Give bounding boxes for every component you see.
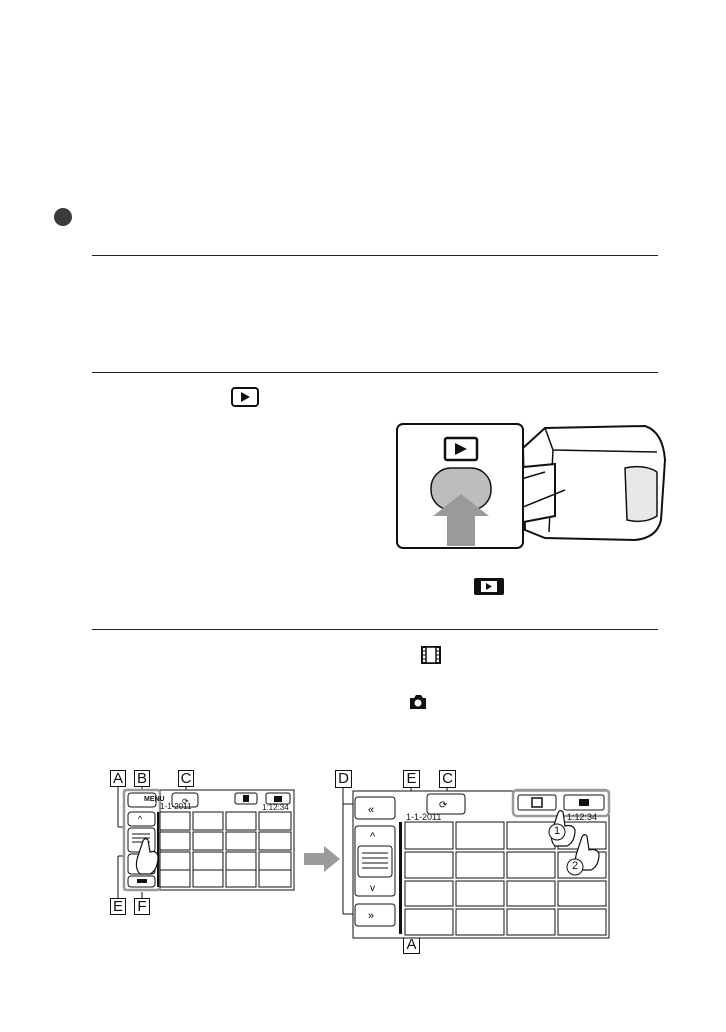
callout-B: B <box>134 770 150 787</box>
arrow-right-icon <box>304 846 340 877</box>
svg-text:«: « <box>368 804 374 816</box>
large-screen-figure: D E C A « ^ v » <box>335 770 615 960</box>
callout-A: A <box>403 936 420 954</box>
divider-3 <box>92 629 658 630</box>
callout-E: E <box>110 898 126 915</box>
callout-A: A <box>110 770 126 787</box>
camera-icon <box>408 694 428 715</box>
svg-text:⟳: ⟳ <box>439 800 448 811</box>
callout-C: C <box>178 770 194 787</box>
time-large: 1:12:34 <box>567 812 598 822</box>
camcorder-illustration <box>395 420 695 560</box>
svg-text:⟳: ⟳ <box>182 797 189 806</box>
time-small: 1:12:34 <box>262 803 289 812</box>
callout-E: E <box>403 770 420 788</box>
divider-2 <box>92 372 658 373</box>
date-small: 1-1-2011 <box>160 802 192 811</box>
callout-C: C <box>439 770 456 788</box>
divider-1 <box>92 255 658 256</box>
view-images-icon <box>474 578 504 600</box>
callout-F: F <box>134 898 150 915</box>
movie-icon <box>421 646 441 669</box>
play-icon <box>231 387 259 412</box>
svg-text:^: ^ <box>138 814 143 824</box>
step-number-1: 1 <box>553 825 561 837</box>
menu-button-small[interactable]: MENU <box>144 796 165 803</box>
step-number-2: 2 <box>571 860 579 872</box>
callout-D: D <box>335 770 352 788</box>
svg-text:^: ^ <box>370 831 376 843</box>
svg-text:v: v <box>370 883 375 894</box>
svg-text:»: » <box>368 910 374 922</box>
date-large: 1-1-2011 <box>406 812 442 822</box>
section-bullet <box>54 208 72 226</box>
small-screen-figure: A B C E F ⟳ ^ <box>110 770 300 920</box>
